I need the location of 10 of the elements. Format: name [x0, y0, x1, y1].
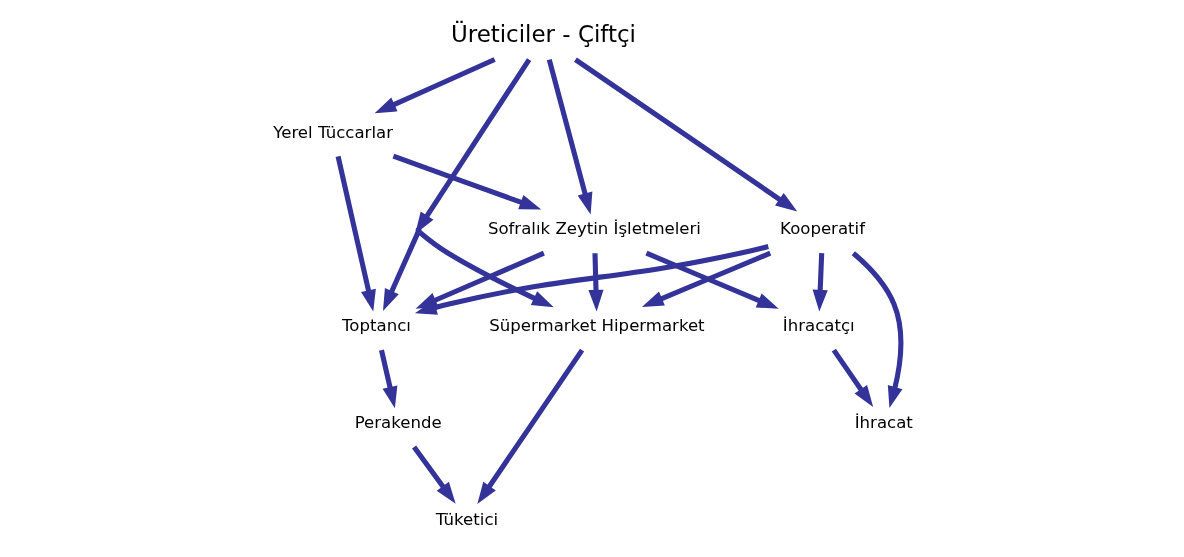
node-text: Üreticiler - Çiftçi	[450, 20, 636, 47]
node-text: Kooperatif	[779, 219, 865, 239]
node-text: İhracat	[854, 413, 913, 433]
node-text: Tüketici	[435, 510, 498, 530]
node-text: İhracatçı	[782, 316, 855, 336]
node-text: Perakende	[354, 413, 442, 433]
node-text: Toptancı	[341, 316, 411, 336]
node-text: Yerel Tüccarlar	[272, 122, 393, 142]
node-text: Sofralık Zeytin İşletmeleri	[487, 219, 701, 239]
node-text: Süpermarket Hipermarket	[488, 316, 705, 336]
